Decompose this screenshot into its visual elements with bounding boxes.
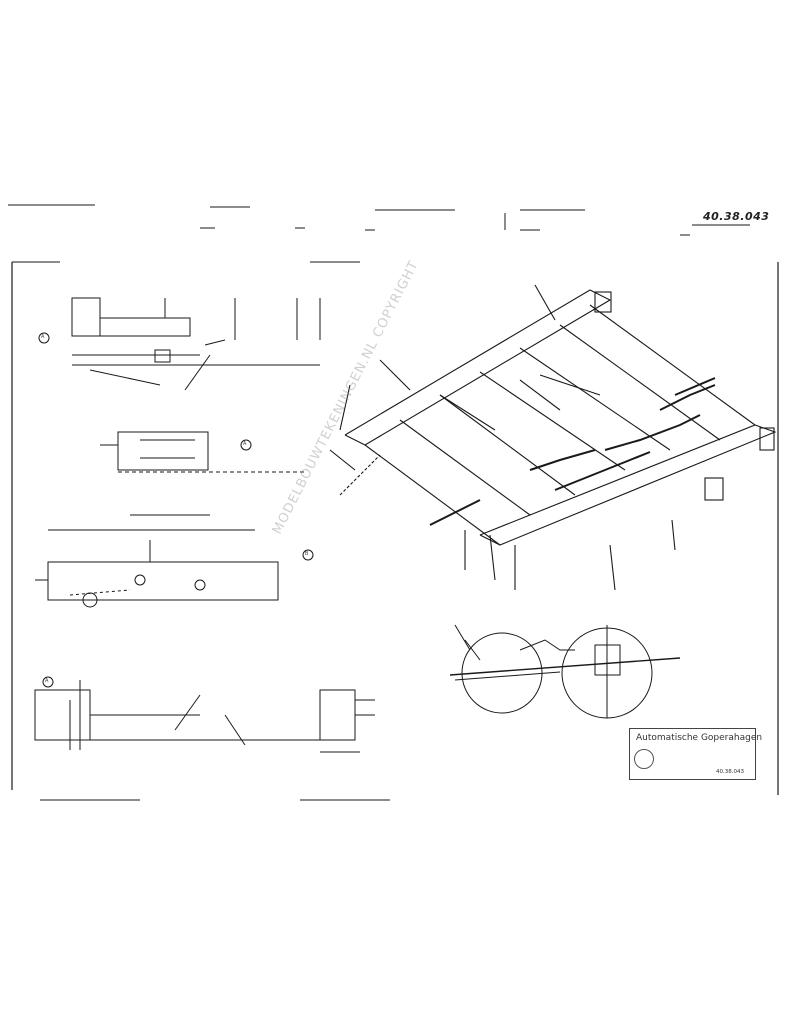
detail-mark-1: A [41, 334, 45, 340]
company-logo-icon [634, 749, 654, 769]
detail-view-4 [34, 676, 375, 753]
drawing-number: 40.38.043 [703, 210, 770, 223]
title-block-title: Automatische Goperahagen [636, 733, 763, 743]
detail-mark-4: A [45, 678, 49, 684]
detail-view-1 [38, 297, 321, 391]
detail-mark-2: A [243, 441, 247, 447]
side-elevation-view [449, 624, 681, 719]
detail-view-3 [35, 514, 314, 608]
detail-mark-3: B [305, 551, 309, 557]
title-block-number: 40.38.043 [716, 769, 744, 775]
isometric-chassis-view [329, 284, 777, 591]
detail-view-2 [100, 431, 305, 473]
title-block: Automatische Goperahagen 40.38.043 [629, 728, 762, 780]
